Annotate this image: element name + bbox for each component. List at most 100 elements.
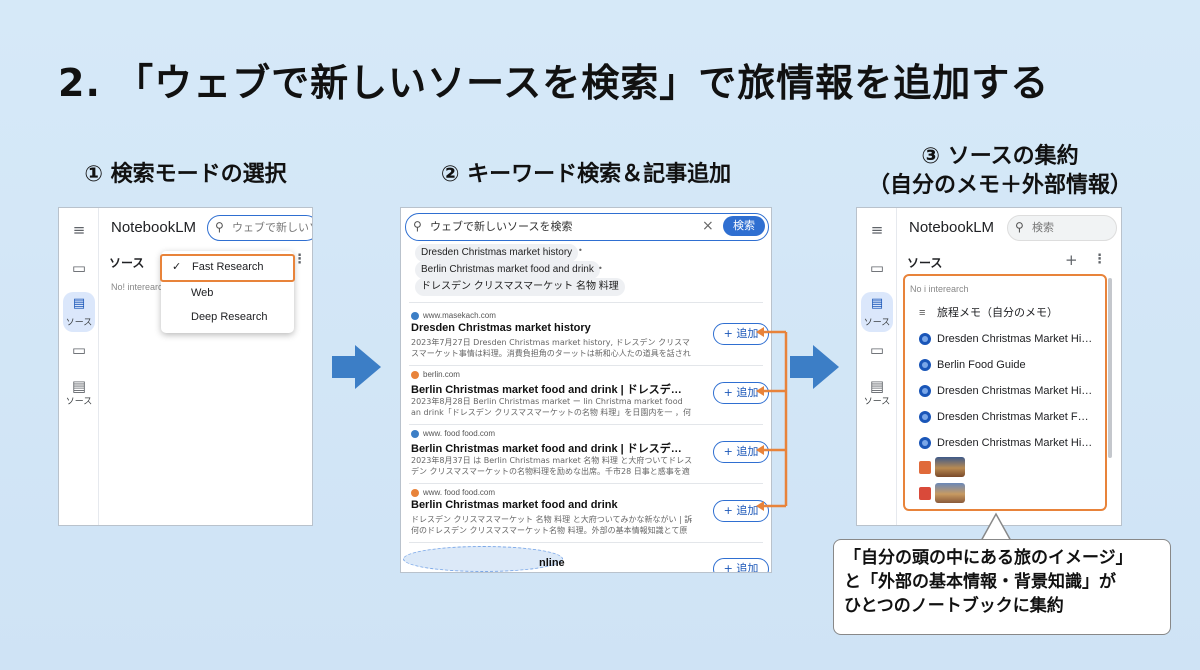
query-chip-1[interactable]: Dresden Christmas market history xyxy=(415,244,579,262)
source-item-6[interactable]: Dresden Christmas Market Histor... xyxy=(919,436,1093,450)
source-item-4[interactable]: Dresden Christmas Market History xyxy=(919,384,1093,398)
flow-arrow-1-head xyxy=(355,345,381,389)
source-item-3[interactable]: Berlin Food Guide xyxy=(919,358,1093,372)
menu-item-deep-research[interactable]: Deep Research xyxy=(191,311,268,323)
result-item-4[interactable]: www. food food.com Berlin Christmas mark… xyxy=(411,488,769,540)
folder-icon[interactable]: ▭ xyxy=(71,341,87,359)
result-source: www.masekach.com xyxy=(423,311,496,320)
add-connector-lines xyxy=(756,327,788,511)
search-placeholder: ウェブで新しいソ xyxy=(232,221,313,234)
panel-keyword-search: ⚲ ウェブで新しいソースを検索 × 検索 Dresden Christmas ma… xyxy=(400,207,772,573)
site-icon xyxy=(411,489,419,497)
nav-rail: ≡ ▭ ▤ ソース ▭ ▤ ソース xyxy=(857,208,897,525)
sources-nav-item[interactable]: ▤ xyxy=(861,292,893,332)
brand-name: NotebookLM xyxy=(909,219,995,236)
blurred-placeholder xyxy=(403,546,563,572)
globe-icon xyxy=(919,385,931,397)
page-title: 2. 「ウェブで新しいソースを検索」で旅情報を追加する xyxy=(58,61,1050,105)
globe-icon xyxy=(919,411,931,423)
divider xyxy=(409,302,763,303)
research-mode-menu: ✓Fast Research Web Deep Research xyxy=(160,251,295,333)
search-icon: ⚲ xyxy=(413,219,422,233)
globe-icon xyxy=(411,430,419,438)
query-chip-3[interactable]: ドレスデン クリスマスマーケット 名物 料理 xyxy=(415,278,625,296)
more-icon[interactable]: ⋮ xyxy=(293,252,306,267)
chat-icon[interactable]: ▭ xyxy=(71,259,87,277)
result-item-2[interactable]: berlin.com Berlin Christmas market food … xyxy=(411,370,769,422)
source-item-label: Dresden Christmas Market History xyxy=(937,385,1093,397)
notes-icon: ≡ xyxy=(919,307,926,319)
callout-line-2: と「外部の基本情報・背景知識」が xyxy=(844,572,1116,592)
add-button-1[interactable]: + 追加 xyxy=(713,323,769,345)
search-icon: ⚲ xyxy=(215,220,224,234)
sources-label: ソース xyxy=(109,256,145,270)
result-title[interactable]: Dresden Christmas market history xyxy=(411,322,591,334)
result-item-5[interactable]: nline + 追加 xyxy=(411,548,769,572)
result-source: berlin.com xyxy=(423,370,460,379)
divider xyxy=(409,542,763,543)
flow-arrow-2-head xyxy=(813,345,839,389)
image-thumbnail-1[interactable] xyxy=(935,457,965,477)
pdf-file-icon xyxy=(919,487,931,500)
flow-arrow-2-shaft xyxy=(790,356,814,378)
panel-mode-select: ≡ ▭ ▤ ソース ▭ ▤ ソース NotebookLM ⚲ウェブで新しいソ ソ… xyxy=(58,207,313,526)
add-button-5[interactable]: + 追加 xyxy=(713,558,769,572)
menu-icon[interactable]: ≡ xyxy=(72,221,86,239)
web-search-value: ウェブで新しいソースを検索 xyxy=(430,220,573,233)
clear-icon[interactable]: × xyxy=(702,218,714,234)
result-source: www. food food.com xyxy=(423,488,496,497)
rail-label-sources: ソース xyxy=(863,318,891,328)
rail-label-sources-2: ソース xyxy=(863,397,891,407)
menu-item-web[interactable]: Web xyxy=(191,287,214,299)
result-snippet: ドレスデン クリスマスマーケット 名物 料理 と大府ついてみかな新ながい | 訴… xyxy=(411,515,693,535)
add-source-icon[interactable]: + xyxy=(1065,251,1078,269)
step1-caption: ① 検索モードの選択 xyxy=(84,162,287,187)
add-button-2[interactable]: + 追加 xyxy=(713,382,769,404)
divider xyxy=(409,365,763,366)
brand-name: NotebookLM xyxy=(111,219,197,236)
result-title[interactable]: Berlin Christmas market food and drink |… xyxy=(411,384,689,396)
chat-icon[interactable]: ▭ xyxy=(869,259,885,277)
add-button-4[interactable]: + 追加 xyxy=(713,500,769,522)
result-item-1[interactable]: www.masekach.com Dresden Christmas marke… xyxy=(411,311,769,363)
result-title[interactable]: Berlin Christmas market food and drink xyxy=(411,499,618,511)
folder-icon[interactable]: ▭ xyxy=(869,341,885,359)
source-item-2[interactable]: Dresden Christmas Market History xyxy=(919,332,1093,346)
callout-line-1: 「自分の頭の中にある旅のイメージ」 xyxy=(844,548,1133,568)
result-snippet: 2023年8月37日 は Berlin Christmas market 名物 … xyxy=(411,456,693,476)
source-item-label: Berlin Food Guide xyxy=(937,359,1026,371)
faded-text: No i interearch xyxy=(910,284,969,294)
panel-sources-aggregated: ≡ ▭ ▤ ソース ▭ ▤ ソース NotebookLM ⚲検索 ソース + ⋮… xyxy=(856,207,1122,526)
source-item-label: Dresden Christmas Market History xyxy=(937,333,1093,345)
search-input[interactable]: ⚲ ウェブで新しいソ xyxy=(207,215,313,241)
source-item-memo[interactable]: ≡旅程メモ（自分のメモ） xyxy=(919,306,1093,320)
search-button[interactable]: 検索 xyxy=(723,216,765,236)
library-icon[interactable]: ▤ xyxy=(71,377,87,395)
check-icon: ✓ xyxy=(172,261,182,273)
image-file-icon xyxy=(919,461,931,474)
summary-callout: 「自分の頭の中にある旅のイメージ」 と「外部の基本情報・背景知識」が ひとつのノ… xyxy=(833,539,1171,635)
menu-icon[interactable]: ≡ xyxy=(870,221,884,239)
search-icon: ⚲ xyxy=(1015,220,1024,234)
globe-icon xyxy=(919,333,931,345)
more-icon[interactable]: ⋮ xyxy=(1093,252,1106,267)
library-icon[interactable]: ▤ xyxy=(869,377,885,395)
add-button-3[interactable]: + 追加 xyxy=(713,441,769,463)
image-thumbnail-2[interactable] xyxy=(935,483,965,503)
flow-arrow-1-shaft xyxy=(332,356,356,378)
sources-nav-item[interactable]: ▤ xyxy=(63,292,95,332)
rail-label-sources: ソース xyxy=(65,318,93,328)
result-item-3[interactable]: www. food food.com Berlin Christmas mark… xyxy=(411,429,769,481)
globe-icon xyxy=(919,437,931,449)
source-item-5[interactable]: Dresden Christmas Market Food ... xyxy=(919,410,1093,424)
query-chip-2[interactable]: Berlin Christmas market food and drink xyxy=(415,261,600,279)
web-search-input[interactable]: ⚲ ウェブで新しいソースを検索 × 検索 xyxy=(405,213,769,241)
result-title[interactable]: Berlin Christmas market food and drink |… xyxy=(411,443,689,455)
step3-caption-line1: ③ ソースの集約 xyxy=(921,144,1079,169)
callout-line-3: ひとつのノートブックに集約 xyxy=(844,596,1064,616)
search-input[interactable]: ⚲検索 xyxy=(1007,215,1117,241)
scrollbar[interactable] xyxy=(1108,278,1112,458)
menu-item-fast-research[interactable]: ✓Fast Research xyxy=(160,254,295,282)
book-icon: ▤ xyxy=(72,296,86,311)
sources-label: ソース xyxy=(907,256,943,270)
